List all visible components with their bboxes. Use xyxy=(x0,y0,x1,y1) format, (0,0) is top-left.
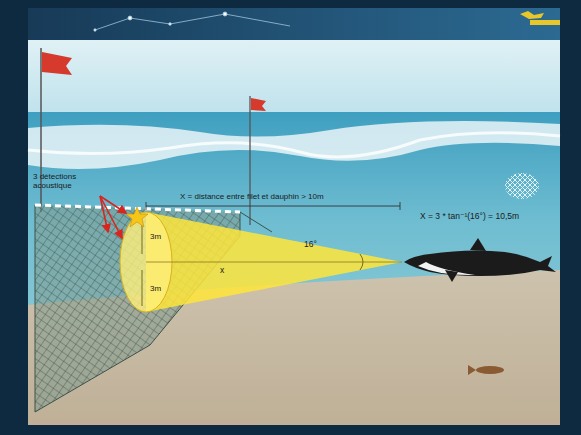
distance-label: X = distance entre filet et dauphin > 10… xyxy=(180,192,324,201)
angle-label: 16° xyxy=(304,240,317,250)
dimension-label: 3m xyxy=(150,284,161,293)
detection-note: 3 détections acoustique xyxy=(33,172,95,190)
formula-label: X = 3 * tan⁻¹(16°) = 10,5m xyxy=(420,212,519,222)
dimension-label: 3m xyxy=(150,232,161,241)
distance-symbol: x xyxy=(220,266,224,276)
